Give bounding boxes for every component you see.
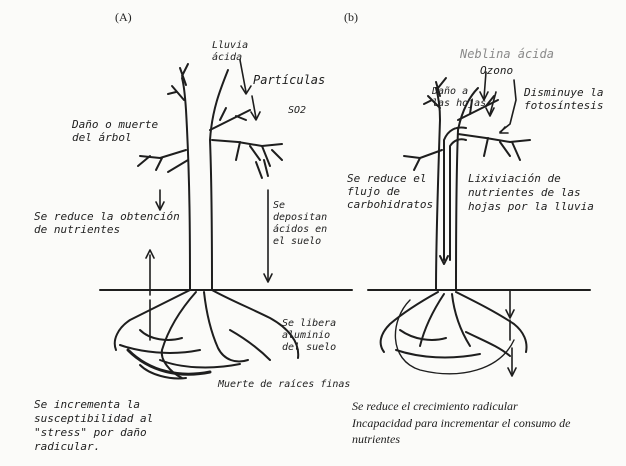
label-acid-rain: Lluvia ácida [212,40,258,64]
label-tree-death: Daño o muerte del árbol [72,118,172,144]
tree-b [368,78,590,374]
label-carb-flow: Se reduce el flujo de carbohidratos [347,172,431,211]
label-particles: Partículas [253,74,325,87]
label-leaching: Lixiviación de nutrientes de las hojas p… [468,172,598,214]
label-so2: SO2 [288,104,306,117]
label-acid-deposit: Se depositan ácidos en el suelo [273,200,345,248]
panel-b-tag: (b) [344,10,358,25]
label-susceptibility: Se incrementa la susceptibilidad al "str… [34,398,184,454]
label-leaf-damage: Daño a las hojas [432,86,492,110]
label-nutrient-uptake: Se reduce la obtención de nutrientes [34,210,184,236]
label-ozone: Ozono [480,64,513,77]
arrows-b [480,72,516,376]
label-nutrient-increase: Incapacidad para incrementar el consumo … [352,415,582,447]
label-fine-roots: Muerte de raíces finas [218,378,350,391]
panel-a-tag: (A) [115,10,132,25]
arrows-a [146,60,272,340]
label-fog: Neblina ácida [460,48,554,61]
label-aluminum: Se libera aluminio del suelo [282,318,348,354]
label-root-growth: Se reduce el crecimiento radicular [352,398,618,414]
label-photosynthesis: Disminuye la fotosíntesis [524,86,616,112]
